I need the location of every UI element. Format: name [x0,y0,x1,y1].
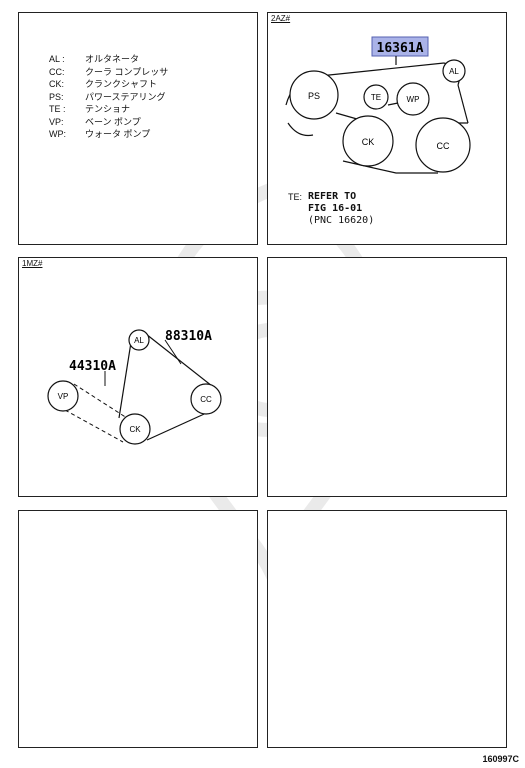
engine-tag-1mz: 1MZ# [22,259,43,268]
belt-88310A [118,333,214,441]
legend-row: AL : オルタネータ [49,53,168,66]
legend-list: AL : オルタネータ CC: クーラ コンプレッサ CK: クランクシャフト PS: パワー… [49,53,168,141]
part-number-16361A[interactable]: 16361A [377,41,424,56]
leader-line-88310A [164,339,182,365]
legend-row: VP: ベーン ポンプ [49,116,168,129]
pulley-cc [190,383,222,415]
legend-row: PS: パワーステアリング [49,91,168,104]
panel-empty-2 [18,510,258,748]
legend-description: クランクシャフト [85,79,158,89]
pulley-label-cc: CC [437,141,450,151]
panel-empty-1 [267,257,507,497]
pulley-label-wp: WP [407,95,420,104]
note-block: TE: REFER TO FIG 16-01 (PNC 16620) [288,191,374,227]
legend-code: CC: [49,66,65,77]
note-line-1: REFER TO [308,191,357,202]
legend-code: CK: [49,79,65,89]
legend-code: TE : [49,104,66,114]
pulley-al [442,59,466,83]
belt-diagram-2az: 16361A PS TE WP AL CK CC [285,36,471,174]
part-number-highlight [371,36,429,57]
legend-row: TE : テンショナ [49,103,168,116]
part-number-44310A[interactable]: 44310A [69,359,116,374]
note-line-3: (PNC 16620) [308,215,375,226]
legend-row: CC: クーラ コンプレッサ [49,66,168,79]
legend-description: パワーステアリング [85,91,166,102]
pulley-ck [119,413,151,445]
legend-code: WP: [49,129,66,139]
legend-description: ベーン ポンプ [85,116,141,127]
belt-44310A [64,383,128,443]
legend-code: AL : [49,54,65,64]
panel-2az: 2AZ# 16361A PS TE WP AL CK CC TE: [267,12,507,245]
pulley-label-al-1mz: AL [134,336,144,345]
legend-row: CK: クランクシャフト [49,78,168,91]
legend-description: オルタネータ [85,54,140,64]
pulley-label-cc-1mz: CC [200,395,212,404]
pulley-te [363,84,389,110]
legend-code: VP: [49,116,64,127]
pulley-ck [342,115,394,167]
pulley-label-ck: CK [362,137,375,147]
belt-diagram-1mz: 88310A 44310A AL VP CK CC [47,329,222,445]
part-number-88310A[interactable]: 88310A [165,329,212,344]
pulley-label-vp: VP [58,392,69,401]
pulley-label-ck-1mz: CK [129,425,141,434]
legend-code: PS: [49,91,64,102]
legend-panel: AL : オルタネータ CC: クーラ コンプレッサ CK: クランクシャフト PS: パワー… [18,12,258,245]
pulley-label-al: AL [449,67,459,76]
note-code: TE: [288,192,303,202]
engine-tag-2az: 2AZ# [271,14,291,23]
pulley-label-te: TE [371,93,381,102]
pulley-ps [289,70,339,120]
panel-1mz: 1MZ# 88310A 44310A AL VP CK CC [18,257,258,497]
pulley-cc [415,117,471,173]
legend-description: テンショナ [85,104,131,114]
pulley-al [128,329,150,351]
pulley-wp [396,82,430,116]
pulley-label-ps: PS [308,91,320,101]
legend-row: WP: ウォータ ポンプ [49,128,168,141]
pulley-vp [47,380,79,412]
note-line-2[interactable]: FIG 16-01 [308,203,363,214]
legend-description: クーラ コンプレッサ [85,66,169,77]
document-id: 160997C [482,754,519,764]
legend-description: ウォータ ポンプ [85,129,151,139]
panel-empty-3 [267,510,507,748]
